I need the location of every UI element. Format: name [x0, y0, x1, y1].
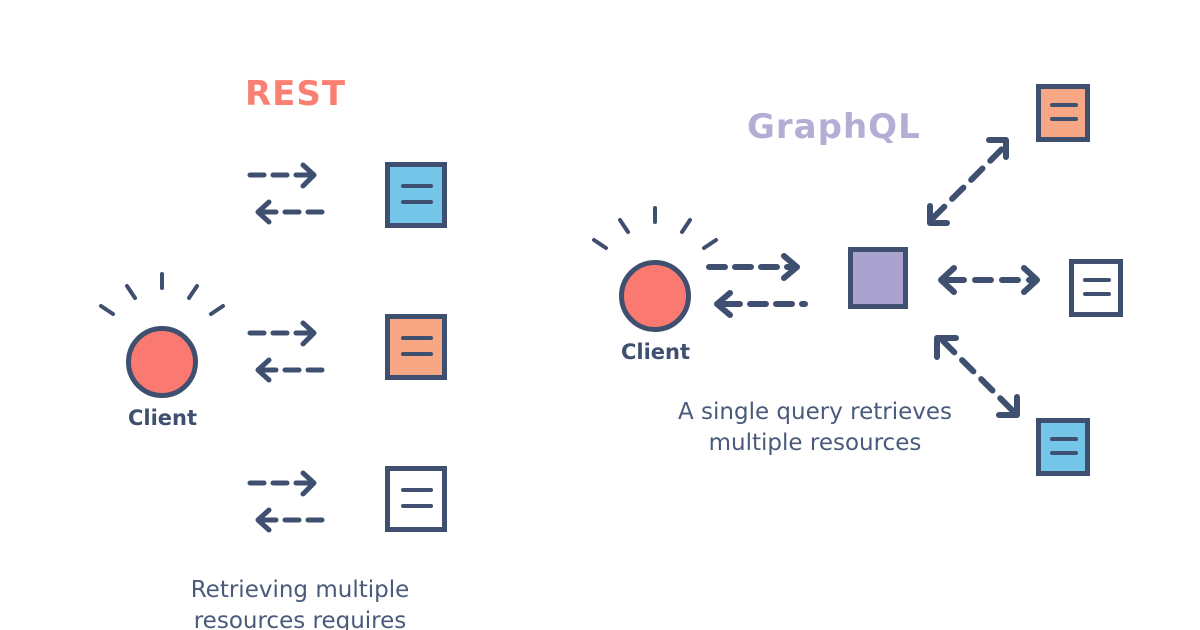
graphql-resource-bottom-document-icon — [1036, 418, 1090, 476]
rest-client-circle-icon — [126, 326, 198, 398]
graphql-caption: A single query retrieves multiple resour… — [677, 399, 952, 456]
rest-resource-1-document-icon — [385, 162, 447, 228]
graphql-server-icon — [848, 247, 908, 309]
graphql-arrow-down-right — [934, 335, 1020, 418]
client-rays-icon — [592, 206, 718, 250]
rest-section-title: REST — [245, 74, 347, 114]
rest-arrow-pair-2 — [247, 320, 325, 383]
graphql-client-circle-icon — [619, 260, 691, 332]
graphql-arrow-up-right — [927, 137, 1009, 226]
rest-client-node: Client — [95, 258, 275, 448]
graphql-arrow-right — [938, 265, 1040, 295]
client-rays-icon — [99, 272, 225, 316]
graphql-section-title: GraphQL — [747, 107, 921, 147]
graphql-resource-top-document-icon — [1036, 84, 1090, 142]
graphql-client-node: Client — [588, 192, 768, 382]
rest-arrow-pair-3 — [247, 470, 325, 533]
rest-resource-2-document-icon — [385, 314, 447, 380]
graphql-client-server-arrows — [706, 253, 808, 318]
rest-caption: Retrieving multiple resources requires — [190, 577, 410, 630]
graphql-resource-middle-document-icon — [1069, 259, 1123, 317]
rest-resource-3-document-icon — [385, 466, 447, 532]
graphql-client-label: Client — [620, 340, 691, 364]
rest-client-label: Client — [127, 406, 198, 430]
rest-arrow-pair-1 — [247, 162, 325, 225]
